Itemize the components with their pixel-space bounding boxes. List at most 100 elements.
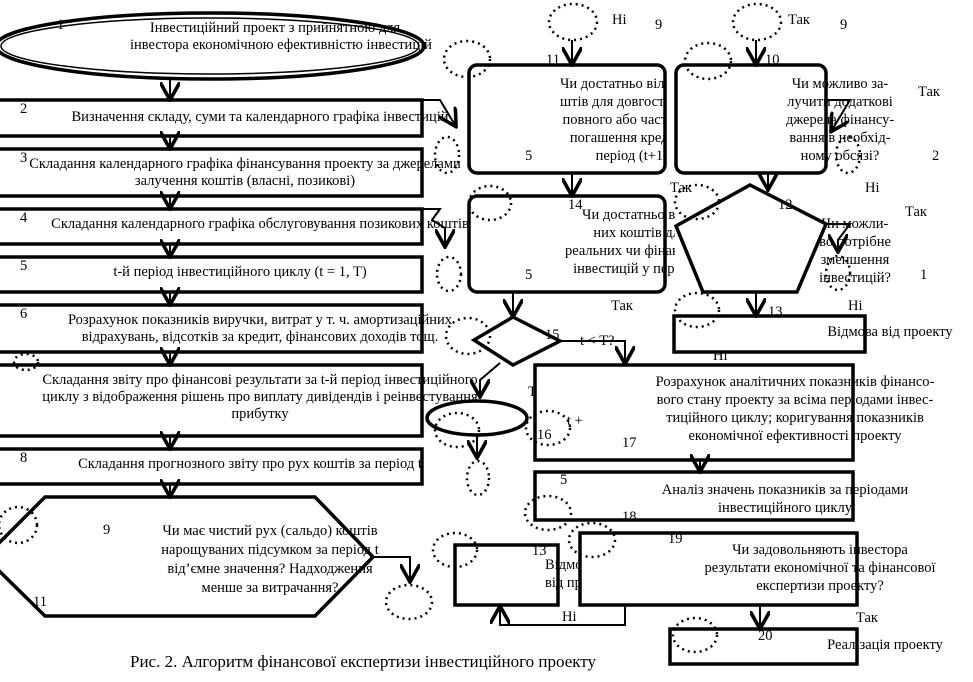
block-number: 20 [758,628,773,644]
line: Реалізація проекту [827,637,943,653]
line: відрахувань, відсотків за кредит, фінанс… [81,329,439,345]
line: t-й період інвестиційного циклу (t = 1, … [113,264,367,280]
block-2-rect [0,98,424,138]
block-number: 14 [568,197,583,213]
condition-label: T [528,384,537,400]
block-2-text: Визначення складу, суми та календарного … [30,109,490,126]
line: ному обсязі? [800,148,880,164]
block-4-text: Складання календарного графіка обслугову… [30,216,490,233]
block-3-rect [0,147,424,198]
block-19-text: Чи задовольняють інвестора результати еко… [680,541,960,595]
block-number: 12 [778,197,793,213]
block-13-rect [672,314,867,354]
block-number: 10 [765,52,780,68]
line: Чи можливо за- [791,76,889,92]
line: інвестицій у період t? [573,261,707,277]
line: вання в необхід- [789,130,891,146]
line: них коштів для [593,225,687,241]
block-number: 8 [20,450,28,466]
line: менше за витрачання? [201,580,339,596]
line: Складання прогнозного звіту про рух кошт… [78,456,422,472]
line: період (t+1)? [595,148,675,164]
line: вого стану проекту за всіма періодами ін… [656,392,934,408]
line: економічної ефективності проекту [688,428,902,444]
line: Складання звіту про фінансові результати… [42,372,478,388]
block-6-text: Розрахунок показників виручки, витрат у … [30,312,490,346]
line: нарощуваних підсумком за період t [161,542,379,558]
line: інвестицій? [819,270,891,286]
block-5-text: t-й період інвестиційного циклу (t = 1, … [60,264,420,281]
block-8-rect [0,447,424,486]
line: погашення кредиту в [569,130,701,146]
line: інвестора економічною ефективністю інвес… [130,37,432,53]
line: інвестиційного циклу [718,500,852,516]
block-6-rect [0,303,424,354]
branch-label-yes: Так [788,12,810,28]
branch-label-yes: Так [611,298,633,314]
branch-label-yes: Так [918,84,940,100]
connector-number: 9 [655,17,663,33]
block-number: 16 [537,427,552,443]
connector-number: 2 [932,148,940,164]
line: Інвестиційний проект з прийнятною для [149,20,401,36]
block-8-text: Складання прогнозного звіту про рух кошт… [40,456,460,473]
block-19-rect [578,531,859,607]
block-18-text: Аналіз значень показників за періодами ін… [650,481,920,517]
line: во потрібне [819,234,891,250]
line: штів для довгострокового [560,94,720,110]
block-7-rect [0,363,424,438]
block-12-text: Чи можли-во потрібне зменшення інвестицій? [810,215,900,287]
line: Аналіз значень показників за періодами [661,482,909,498]
block-15-diamond [470,315,564,368]
line: прибутку [231,406,289,422]
condition-label: t + [567,413,583,429]
block-number: 11 [546,52,560,68]
block-11-text: Чи достатньо вільних ко-штів для довгост… [560,75,720,165]
connector-circles [0,2,862,654]
line: Чи задовольняють інвестора [732,542,908,558]
line: Розрахунок показників виручки, витрат у … [67,312,453,328]
line: Чи достатньо вільних ко- [560,76,716,92]
line: результати економічної та фінансової [704,560,936,576]
branch-label-no: Ні [612,12,627,28]
line: Чи можли- [821,216,889,232]
block-number: 13 [532,543,547,559]
line: реальних чи фінансових [565,243,716,259]
figure-caption: Рис. 2. Алгоритм фінансової експертизи і… [130,652,596,671]
block-number: 1 [57,17,65,33]
branch-label-no: Ні [865,180,880,196]
connector-number: 9 [840,17,848,33]
block-number: 3 [20,150,28,166]
block-number: 19 [668,531,683,547]
branch-label-yes: Так [905,204,927,220]
connector-number: 5 [525,267,533,283]
condition-label: t < T? [580,333,615,349]
block-number: 5 [20,258,28,274]
line: Складання календарного графіка обслугову… [51,216,469,232]
line: Чи достатньо віль- [582,207,698,223]
block-13-text: Відмова від проекту [815,324,965,341]
branch-label-yes: Так [856,610,878,626]
block-3-text: Складання календарного графіка фінансува… [0,156,490,190]
block-17-text: Розрахунок аналітичних показників фінанс… [630,373,960,445]
branch-label-no: Ні [562,609,577,625]
line: джерела фінансу- [785,112,895,128]
connector-arrows [170,40,852,627]
block-number: 6 [20,306,28,322]
line: повного або часткового [562,112,708,128]
block-number: 15 [545,327,560,343]
line: зменшення [820,252,890,268]
block-number: 2 [20,101,28,117]
line: від проекту [545,575,580,591]
line: експертизи проекту? [756,578,884,594]
connector-number: 5 [560,472,568,488]
block-4-rect [0,207,424,246]
line: тиційного циклу; коригування показників [666,410,924,426]
line: Розрахунок аналітичних показників фінанс… [655,374,935,390]
line: від’ємне значення? Надходження [167,561,373,577]
